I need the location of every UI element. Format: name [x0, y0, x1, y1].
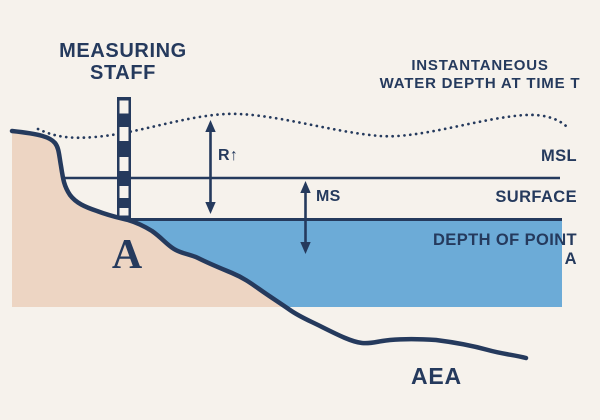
- land-shape: [12, 131, 288, 307]
- shore-point-label: A: [111, 232, 143, 278]
- water-area: [131, 221, 562, 307]
- ms-arrow-label: MS: [316, 188, 341, 205]
- depth-arrow: [300, 181, 311, 254]
- measuring-staff: [117, 97, 131, 218]
- instantaneous-depth-line2: WATER DEPTH AT TIME T: [379, 74, 581, 92]
- msl-label: MSL: [540, 147, 577, 165]
- surface-label: SURFACE: [495, 188, 577, 206]
- range-arrow-label: R↑: [218, 147, 239, 164]
- instantaneous-depth-line1: INSTANTANEOUS: [411, 57, 549, 74]
- instantaneous-depth-label: INSTANTANEOUS WATER DEPTH AT TIME T: [368, 57, 592, 92]
- range-arrow: [205, 120, 216, 214]
- seabed-line: [9, 128, 529, 361]
- seabed-label: AEA: [411, 363, 462, 389]
- diagram-title-line2: STAFF: [90, 62, 156, 84]
- depth-of-point-label: DEPTH OF POINT A: [417, 231, 577, 269]
- instantaneous-water-level-line: [36, 112, 568, 140]
- depth-of-point-line2: A: [564, 250, 577, 268]
- depth-of-point-line1: DEPTH OF POINT: [432, 231, 577, 249]
- diagram-title-line1: MEASURING: [59, 40, 187, 62]
- diagram-title: MEASURING STAFF: [37, 40, 209, 84]
